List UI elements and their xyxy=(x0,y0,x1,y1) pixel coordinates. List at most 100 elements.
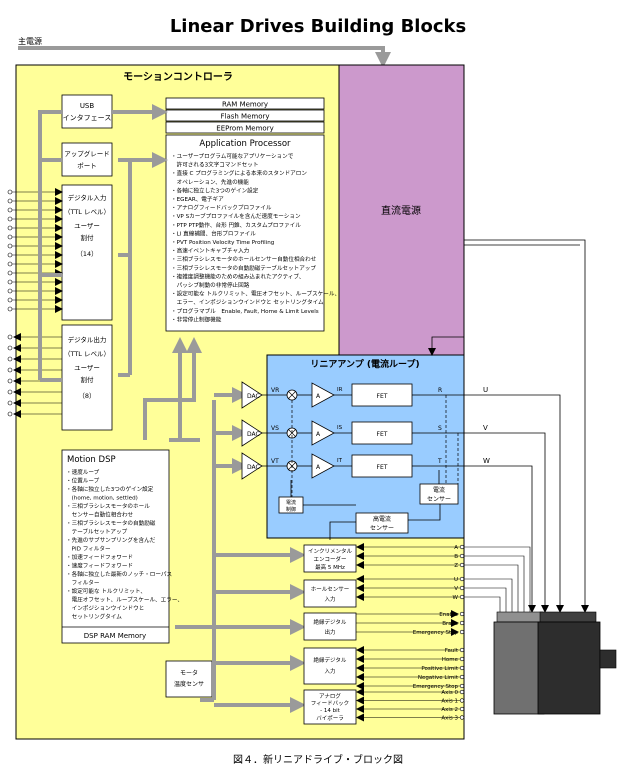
signal-label: B xyxy=(454,554,458,560)
svg-text:（TTL レベル）: （TTL レベル） xyxy=(64,208,110,216)
bus-arrows xyxy=(38,104,306,713)
input-pin xyxy=(7,252,13,258)
dsp-item: ・三相ブラシレスモータのホール xyxy=(66,502,150,510)
app-processor-item: ・三相ブラシレスモータのホールセンサー自動位相合わせ xyxy=(171,255,317,263)
digital-output-iso-block: 絶縁デジタル 出力 xyxy=(303,612,357,641)
output-pin xyxy=(7,334,13,340)
dsp-item: ・加速フィードフォワード xyxy=(66,553,133,561)
app-processor-item: ・三相ブラシレスモータの自動励磁テーブルセットアップ xyxy=(171,264,316,272)
output-pin xyxy=(7,400,13,406)
upgrade-port-block: アップグレード ポート xyxy=(61,142,113,177)
input-pin xyxy=(7,198,13,204)
dc-power-panel xyxy=(338,64,465,356)
diagram-title: Linear Drives Building Blocks xyxy=(170,16,466,37)
app-processor-item: ・プログラマブル Enable, Fault, Home & Limit Lev… xyxy=(171,307,319,315)
input-pin xyxy=(7,189,13,195)
svg-text:絶縁デジタル: 絶縁デジタル xyxy=(314,618,347,626)
hall-sensor-block: ホールセンサー 入力 xyxy=(303,579,357,608)
svg-text:ポート: ポート xyxy=(77,162,97,170)
svg-text:FET: FET xyxy=(377,393,388,400)
current-control-block: 電流 制御 xyxy=(278,496,304,514)
input-pin xyxy=(7,225,13,231)
dsp-item: セットリングタイム xyxy=(66,613,122,621)
svg-text:DAC: DAC xyxy=(247,431,260,438)
dsp-item: センサー自動位相合わせ xyxy=(66,511,134,519)
fet-block: FET xyxy=(351,421,413,445)
input-pin xyxy=(7,297,13,303)
current-label: IT xyxy=(337,458,343,464)
signal-label: A xyxy=(454,545,458,551)
app-processor-item: ・VP Sカーブプロファイルを含んだ速度モーション xyxy=(171,212,301,220)
phase-label: S xyxy=(438,425,442,432)
svg-text:DAC: DAC xyxy=(247,464,260,471)
power-lines xyxy=(428,239,589,613)
fet-block: FET xyxy=(351,383,413,407)
signal-label: U xyxy=(454,577,458,583)
input-pin xyxy=(7,279,13,285)
signal-label: Home xyxy=(442,657,459,663)
application-processor-block: Application Processor ・ユーザープログラム可能なアプリケー… xyxy=(165,134,340,332)
dsp-ram-label: DSP RAM Memory xyxy=(84,632,146,640)
svg-text:A: A xyxy=(316,393,321,400)
svg-text:アナログ: アナログ xyxy=(319,692,341,700)
amplifier: A xyxy=(311,453,335,479)
main-power-label: 主電源 xyxy=(18,36,42,46)
app-processor-item: ・PVT Position Velocity Time Profiling xyxy=(171,240,275,246)
app-processor-item: ・複雑度調整機能のための組み込まれたアクティブ、 xyxy=(171,272,304,280)
linear-amp-label: リニアアンプ (電流ループ) xyxy=(310,358,419,370)
svg-text:ユーザー: ユーザー xyxy=(74,364,100,372)
svg-text:最高 5 MHz: 最高 5 MHz xyxy=(315,563,345,571)
svg-text:制御: 制御 xyxy=(286,506,296,513)
signal-label: Axis 2 xyxy=(441,707,458,713)
signal-label: W xyxy=(453,595,459,601)
svg-text:センサー: センサー xyxy=(427,496,451,503)
voltage-label: VR xyxy=(271,387,279,394)
svg-text:FET: FET xyxy=(377,464,388,471)
svg-text:RAM Memory: RAM Memory xyxy=(222,101,268,109)
high-current-sensor-block: 高電流 センサー xyxy=(355,512,409,534)
motion-dsp-block: Motion DSP ・速度ループ・位置ループ・各軸に独立した3つのゲイン設定 … xyxy=(61,449,183,644)
digital-output-block: デジタル出力 （TTL レベル） ユーザー 割付 （8） xyxy=(61,324,113,431)
svg-text:A: A xyxy=(316,431,321,438)
usb-interface-block: USB インタフェース xyxy=(61,94,113,129)
figure-caption: 図４．新リニアドライブ・ブロック図 xyxy=(233,753,403,766)
svg-text:ホールセンサー: ホールセンサー xyxy=(311,586,350,593)
output-pin xyxy=(7,411,13,417)
dc-power-label: 直流電源 xyxy=(381,204,421,217)
svg-text:温度センサ: 温度センサ xyxy=(174,680,204,688)
input-pin xyxy=(7,306,13,312)
app-processor-item: ・非常停止制御機能 xyxy=(171,315,222,323)
app-processor-item: ・ユーザープログラム可能なアプリケーションで xyxy=(171,152,294,160)
current-label: IS xyxy=(337,425,343,431)
app-processor-item: ・高速イベントキャプチャ入力 xyxy=(171,247,250,255)
signal-label: V xyxy=(454,586,458,592)
input-pin xyxy=(7,243,13,249)
output-pin xyxy=(7,378,13,384)
dsp-item: テーブルセットアップ xyxy=(66,528,128,536)
svg-text:割付: 割付 xyxy=(81,233,95,242)
app-processor-item: ・EGEAR、電子ギア xyxy=(171,196,224,203)
signal-label: Enable xyxy=(439,612,458,618)
current-sensor-block: 電流 センサー xyxy=(419,483,459,505)
fet-block: FET xyxy=(351,454,413,478)
signal-label: Axis 0 xyxy=(441,690,458,696)
dsp-item: ・位置ループ xyxy=(66,477,100,485)
svg-text:高電流: 高電流 xyxy=(373,515,391,523)
output-pin xyxy=(7,345,13,351)
motion-controller-label: モーションコントローラ xyxy=(123,71,233,83)
current-label: IR xyxy=(337,387,343,393)
svg-text:EEProm Memory: EEProm Memory xyxy=(216,125,273,133)
svg-text:DAC: DAC xyxy=(247,393,260,400)
analog-feedback-block: アナログ フィードバック - 14 bit バイポーラ xyxy=(303,689,357,725)
signal-label: Axis 1 xyxy=(441,699,458,705)
app-processor-item: 許可される3文字コマンドセット xyxy=(171,161,258,169)
svg-text:デジタル出力: デジタル出力 xyxy=(68,335,107,344)
svg-text:入力: 入力 xyxy=(324,595,335,603)
svg-text:入力: 入力 xyxy=(324,667,335,675)
digital-input-block: デジタル入力 （TTL レベル） ユーザー 割付 （14） xyxy=(61,184,113,321)
svg-text:ユーザー: ユーザー xyxy=(74,222,100,230)
dsp-item: インポジションウインドウと xyxy=(66,604,144,612)
output-pin xyxy=(7,356,13,362)
phase-outputs: U V W xyxy=(420,386,564,613)
